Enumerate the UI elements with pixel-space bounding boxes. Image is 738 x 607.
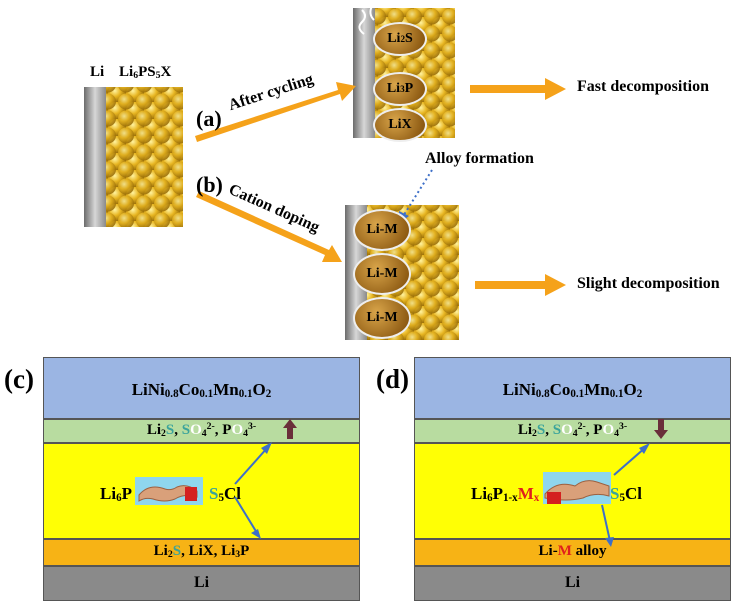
cathode-layer: LiNi0.8Co0.1Mn0.1O2 [43, 357, 360, 419]
cathode-interphase-layer: Li2S, SO42-, PO43- [414, 419, 731, 443]
panel-d-arrows [601, 419, 668, 547]
panel-c-label: (c) [4, 364, 34, 394]
anode-interphase-formula: Li2S, LiX, Li3P [153, 543, 250, 560]
alloy-chip: Li-M [353, 297, 411, 339]
cathode-formula: LiNi0.8Co0.1Mn0.1O2 [131, 380, 272, 401]
electrolyte-formula-left: Li6P [100, 484, 132, 505]
electrolyte-formula-right: S5Cl [610, 484, 642, 505]
alloy-chip: Li-M [353, 209, 411, 251]
slight-decomposition-arrow [475, 274, 566, 296]
anode-label: Li [193, 574, 210, 591]
li-label: Li [90, 64, 105, 80]
cation-doping-arrow [196, 191, 342, 262]
trend-down-icon [654, 419, 668, 439]
li-anode-layer: Li [43, 566, 360, 601]
cathode-interphase-formula: Li2S, SO42-, PO43- [517, 421, 628, 439]
trend-up-icon [283, 419, 297, 439]
handshake-icon [135, 477, 203, 505]
li-metal-slab [84, 87, 106, 227]
electrolyte-label: Li6PS5X [119, 64, 172, 81]
alloy-chip: Li-M [353, 253, 411, 295]
panel-c-arrows [234, 419, 297, 539]
tight-handshake-icon [543, 472, 611, 504]
cathode-interphase-layer: Li2S, SO42-, PO43- [43, 419, 360, 443]
path-a-label: (a) [196, 106, 222, 131]
anode-label: Li [564, 574, 581, 591]
cathode-formula: LiNi0.8Co0.1Mn0.1O2 [502, 380, 643, 401]
electrolyte-formula-left: Li6P1-xMx [471, 484, 540, 505]
alloy-interphase-formula: Li-M alloy [538, 543, 607, 559]
fast-decomposition-arrow [470, 78, 566, 100]
slight-decomposition-label: Slight decomposition [577, 275, 720, 292]
fast-decomposition-label: Fast decomposition [577, 78, 709, 95]
cycled-li-slab [353, 8, 375, 138]
top-schematic [84, 5, 566, 340]
path-b-label: (b) [196, 172, 223, 197]
cathode-layer: LiNi0.8Co0.1Mn0.1O2 [414, 357, 731, 419]
anode-interphase-layer: Li2S, LiX, Li3P [43, 539, 360, 566]
alloy-formation-label: Alloy formation [425, 150, 534, 167]
anode-interphase-layer: Li-M alloy [414, 539, 731, 566]
after-cycling-arrow [195, 82, 356, 142]
panel-d-label: (d) [376, 364, 409, 394]
cathode-interphase-formula: Li2S, SO42-, PO43- [146, 421, 257, 439]
dendrite-icon [358, 5, 375, 35]
li-anode-layer: Li [414, 566, 731, 601]
product-chip: LiX [373, 108, 427, 142]
